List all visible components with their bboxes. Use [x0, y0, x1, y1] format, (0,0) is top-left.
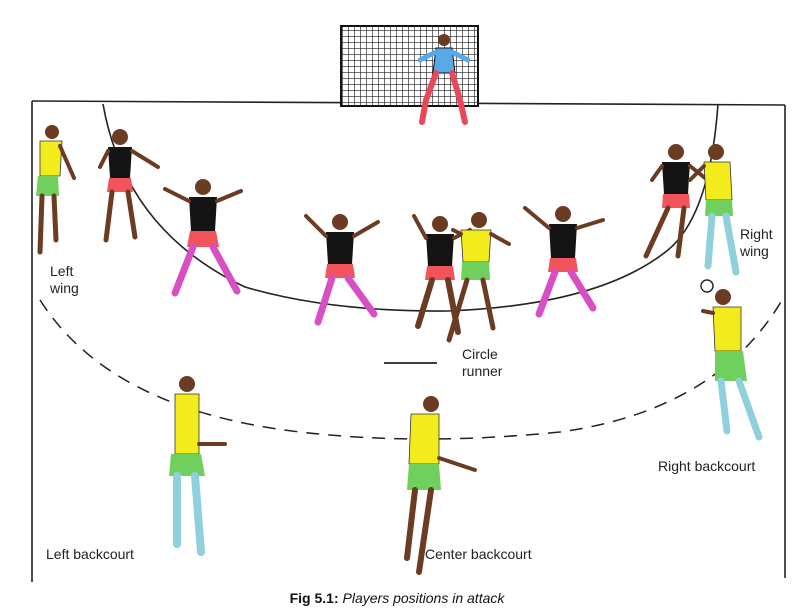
player-left-wing	[36, 125, 76, 255]
player-center-backcourt	[404, 396, 477, 575]
label-right-backcourt: Right backcourt	[658, 458, 756, 474]
player-right-backcourt	[701, 289, 763, 441]
player-right-wing	[688, 144, 740, 276]
player-left-backcourt	[169, 376, 227, 556]
player-goalkeeper	[417, 34, 471, 125]
player-circle-runner	[446, 212, 511, 343]
label-left-backcourt: Left backcourt	[46, 546, 134, 562]
caption-text: Players positions in attack	[342, 590, 505, 606]
player-defender-1	[98, 129, 160, 243]
player-defender-2	[163, 179, 243, 297]
label-circle-runner: Circle runner	[462, 346, 503, 379]
label-right-wing: Right wing	[740, 226, 773, 259]
figure-caption: Fig 5.1: Players positions in attack	[0, 590, 794, 606]
goal-area-line	[102, 103, 719, 312]
label-center-backcourt: Center backcourt	[425, 546, 532, 562]
player-defender-5	[523, 206, 605, 318]
ball	[700, 279, 714, 293]
caption-number: Fig 5.1:	[289, 590, 339, 606]
label-left-wing: Left wing	[50, 263, 79, 296]
player-defender-3	[304, 214, 380, 326]
